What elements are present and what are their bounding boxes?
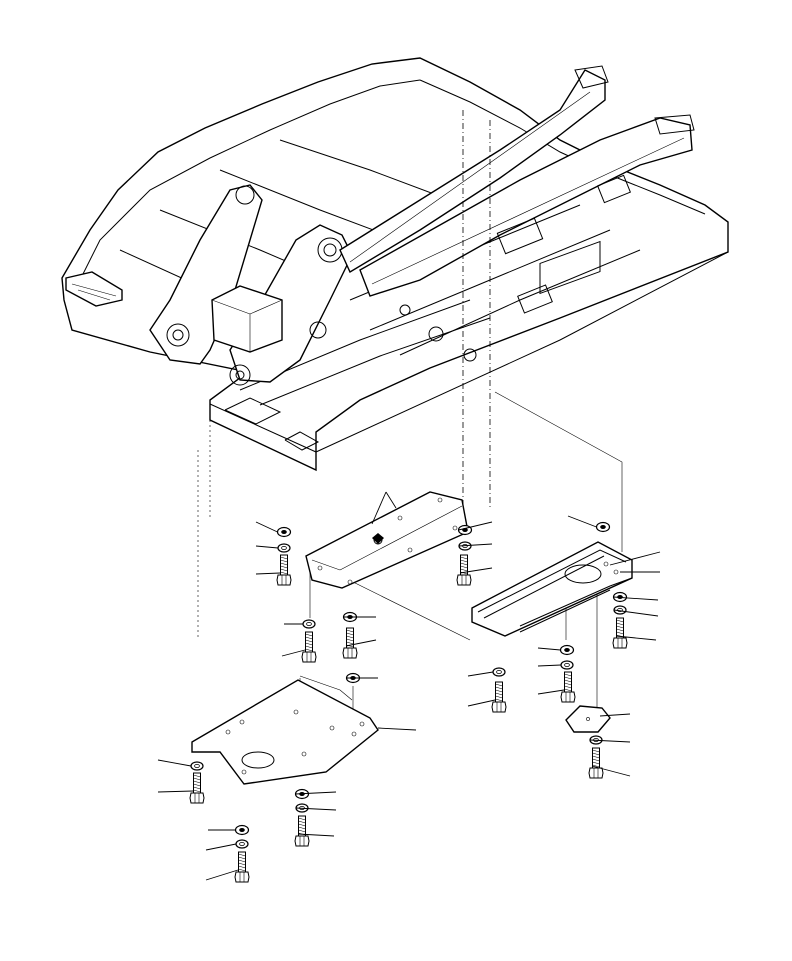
bolt bbox=[294, 815, 335, 847]
washer bbox=[537, 644, 575, 656]
inspection-cover bbox=[565, 705, 631, 733]
washer bbox=[467, 667, 506, 677]
washer bbox=[294, 788, 337, 800]
washer bbox=[612, 591, 659, 603]
bolt bbox=[281, 631, 317, 663]
washer bbox=[345, 672, 378, 684]
bolt bbox=[255, 554, 292, 586]
frame-assembly bbox=[61, 57, 729, 520]
leader-lines bbox=[609, 551, 661, 573]
cover-right-plate bbox=[471, 541, 633, 637]
washer bbox=[208, 824, 250, 836]
washer bbox=[458, 541, 493, 551]
washer bbox=[284, 619, 316, 629]
bolt bbox=[157, 772, 205, 804]
washer bbox=[255, 543, 291, 553]
cover-lower-plate bbox=[191, 679, 417, 785]
washer bbox=[342, 611, 376, 623]
washer bbox=[537, 660, 574, 670]
bolt bbox=[537, 671, 576, 703]
washer bbox=[567, 515, 611, 533]
washer bbox=[457, 521, 493, 536]
cover-upper-plate bbox=[305, 491, 469, 589]
washer bbox=[255, 521, 292, 538]
bolt bbox=[467, 681, 507, 713]
washer bbox=[613, 605, 659, 617]
bolt bbox=[456, 554, 493, 586]
washer bbox=[205, 839, 249, 851]
bolt bbox=[205, 851, 250, 883]
bolt bbox=[342, 627, 377, 659]
fasteners bbox=[157, 515, 659, 883]
bolt bbox=[612, 617, 657, 649]
washer bbox=[589, 735, 631, 745]
washer bbox=[295, 803, 337, 813]
bolt bbox=[588, 747, 631, 779]
washer bbox=[157, 759, 204, 771]
